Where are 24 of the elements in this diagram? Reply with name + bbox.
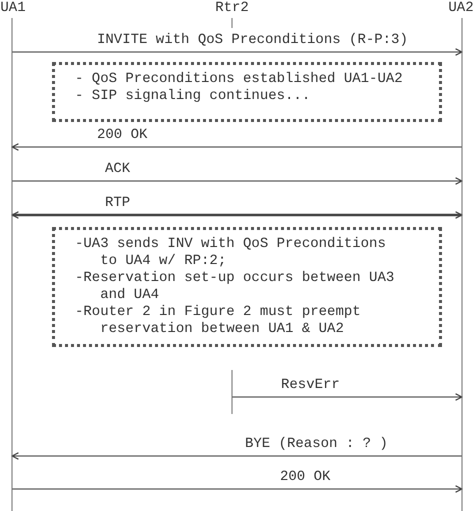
edge-label: ResvErr (281, 377, 340, 393)
participant-label: UA2 (448, 0, 474, 16)
note-box (52, 62, 442, 122)
arrow (232, 393, 463, 401)
edge-label: RTP (105, 195, 130, 211)
note-text: -Reservation set-up occurs between UA3 and UA4 (75, 270, 396, 304)
arrow (12, 48, 463, 56)
edge-label: INVITE with QoS Preconditions (R-P:3) (97, 32, 408, 48)
edge-label: BYE (Reason : ? ) (245, 436, 388, 452)
note-text: -UA3 sends INV with QoS Preconditions to UA4 w/ RP:2; (75, 236, 387, 270)
note-text: - QoS Preconditions established UA1-UA2 (75, 71, 404, 88)
note-text: -Router 2 in Figure 2 must preempt reservation between UA1 & UA2 (75, 304, 362, 338)
arrow (12, 177, 463, 185)
edge-label: ACK (105, 161, 130, 177)
note-box (52, 227, 442, 347)
arrow (11, 211, 463, 219)
participant-label: Rtr2 (214, 0, 250, 16)
arrow (12, 485, 463, 493)
note-text: - SIP signaling continues... (75, 88, 312, 105)
arrow (11, 452, 462, 460)
arrow (11, 143, 462, 151)
participant-label: UA1 (0, 0, 26, 16)
edge-label: 200 OK (280, 469, 330, 485)
edge-label: 200 OK (97, 127, 148, 143)
